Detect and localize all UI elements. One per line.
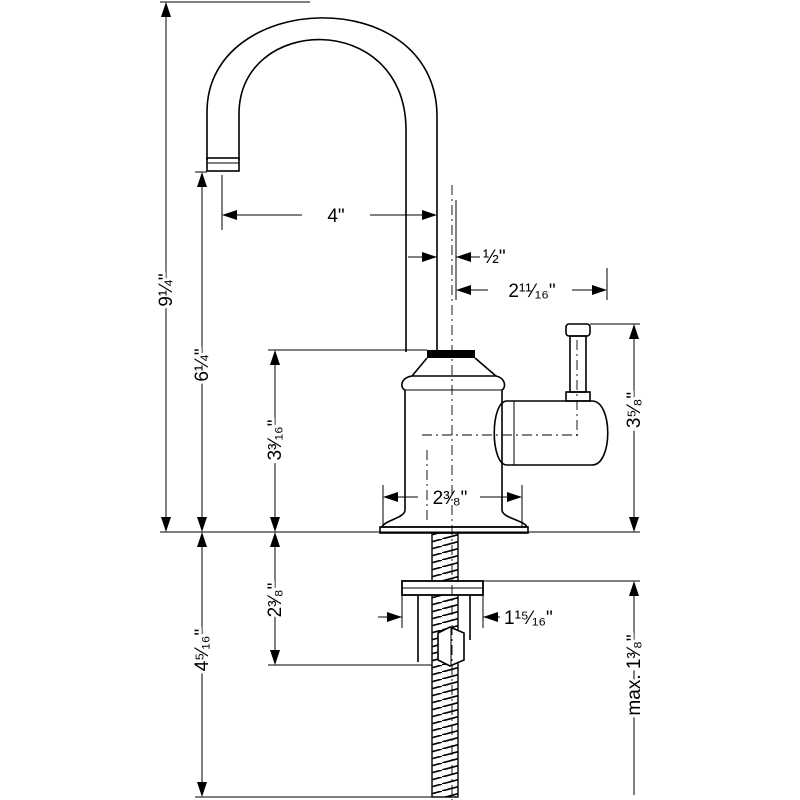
spacer-sleeve [417,595,471,662]
label-shank-length-to-nut: 2³⁄₈" [265,583,286,618]
label-mounting-hole-diameter: 1¹⁵⁄₁₆" [504,608,553,629]
label-spout-reach: 4" [327,206,344,227]
label-max-deck-thickness: max. 1³⁄₈" [624,634,645,715]
label-base-diameter: 2³⁄₈" [433,488,468,509]
collar [427,350,475,358]
label-handle-offset: 2¹¹⁄₁₆" [508,281,555,302]
handle-hub [493,400,609,466]
label-spout-outlet-height: 6¼" [192,348,213,381]
extension-lines [160,1,640,798]
dimension-labels: 4" ½" 2¹¹⁄₁₆" 2³⁄₈" 1¹⁵⁄₁₆" 9¼" 6¼" 3³⁄₁… [153,206,648,719]
label-spout-tube-diameter: ½" [483,247,506,268]
spout-outer [206,17,438,352]
handle-lever [569,335,587,393]
label-body-height: 3³⁄₁₆" [265,420,286,461]
dimension-lines [161,2,639,797]
label-overall-height: 9¼" [156,273,177,306]
aerator [206,157,240,172]
label-handle-height: 3⁵⁄₈" [624,392,645,428]
faucet-outline [206,17,609,800]
neck [411,357,497,377]
label-overall-shank-length: 4⁵⁄₁₆" [192,629,213,671]
spout-inner [238,38,407,352]
